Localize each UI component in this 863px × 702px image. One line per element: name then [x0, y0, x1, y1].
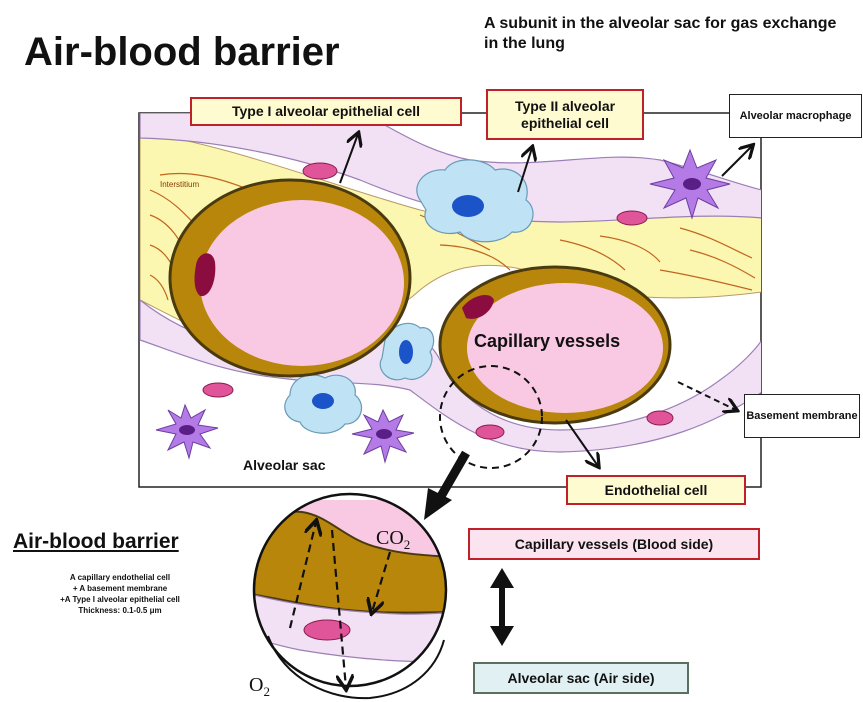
label-macrophage: Alveolar macrophage — [729, 94, 862, 138]
type2-nucleus-top — [452, 195, 484, 217]
o2-text: O — [249, 674, 263, 696]
barrier-title: Air-blood barrier — [13, 530, 179, 554]
label-blood-side: Capillary vessels (Blood side) — [468, 528, 760, 560]
label-type1-cell: Type I alveolar epithelial cell — [190, 97, 462, 126]
barrier-line: Thickness: 0.1-0.5 μm — [0, 605, 240, 616]
lower-nucleus-left — [203, 383, 233, 397]
barrier-line: +A Type I alveolar epithelial cell — [0, 594, 240, 605]
macrophage-nucleus — [376, 429, 392, 439]
type2-nucleus-low — [312, 393, 334, 409]
label-type2-cell: Type II alveolar epithelial cell — [486, 89, 644, 140]
type2-nucleus-mid — [399, 340, 413, 364]
upper-nucleus-right — [617, 211, 647, 225]
co2-label: CO2 — [376, 527, 410, 553]
barrier-line: A capillary endothelial cell — [0, 572, 240, 583]
label-basement-membrane: Basement membrane — [744, 394, 860, 438]
label-capillary-vessels: Capillary vessels — [474, 331, 620, 352]
lower-nucleus-mid — [476, 425, 504, 439]
macrophage-nucleus — [179, 425, 195, 435]
type1-nucleus — [303, 163, 337, 179]
side-double-arrow-bottom — [490, 626, 514, 646]
lower-nucleus-right — [647, 411, 673, 425]
barrier-description: A capillary endothelial cell + A basemen… — [0, 572, 240, 616]
barrier-line: + A basement membrane — [0, 583, 240, 594]
o2-label: O2 — [249, 674, 270, 700]
o2-subscript: 2 — [263, 684, 270, 699]
label-interstitium: Interstitium — [160, 180, 199, 189]
left-capillary-lumen — [200, 200, 404, 366]
co2-subscript: 2 — [404, 537, 411, 552]
side-double-arrow-top — [490, 568, 514, 588]
label-endothelial-cell: Endothelial cell — [566, 475, 746, 505]
co2-text: CO — [376, 527, 404, 549]
label-air-side: Alveolar sac (Air side) — [473, 662, 689, 694]
zoom-nucleus — [304, 620, 350, 640]
label-alveolar-sac: Alveolar sac — [243, 457, 326, 473]
macrophage-nucleus — [683, 178, 701, 190]
